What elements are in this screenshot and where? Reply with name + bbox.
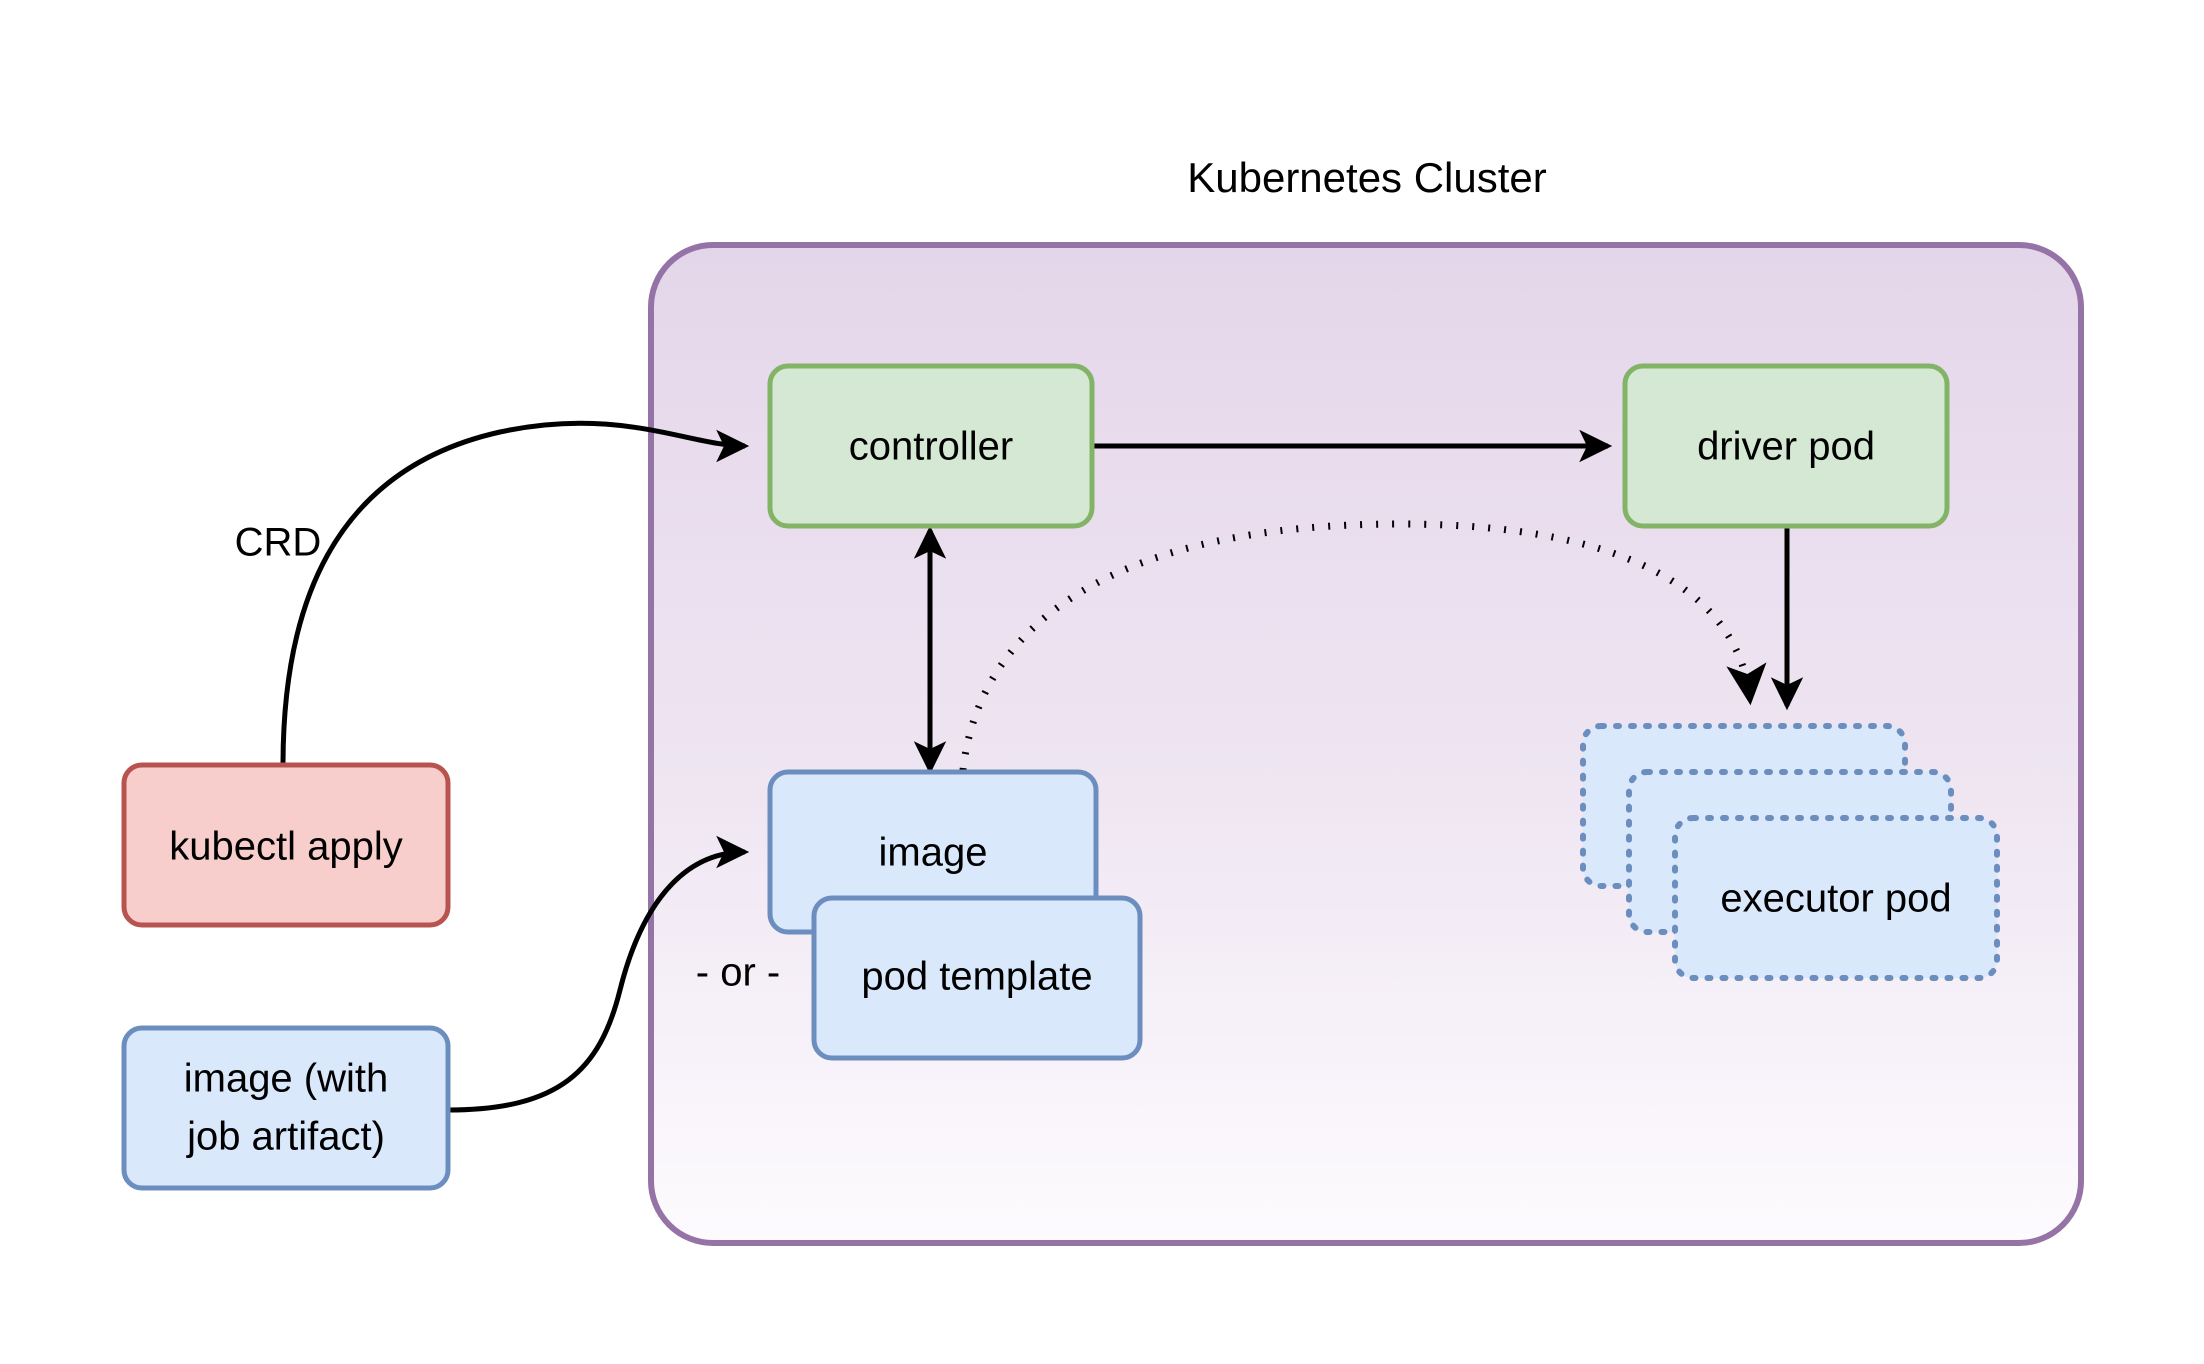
driver-pod-box[interactable] <box>1622 363 1950 529</box>
pod-template-label: pod template <box>861 955 1092 999</box>
node-executor-pod-front[interactable]: executor pod <box>1672 815 2000 981</box>
image-with-job-artifact-label-line1: image (with <box>184 1057 389 1101</box>
kubectl-apply-label: kubectl apply <box>169 825 402 869</box>
driver-pod-label: driver pod <box>1697 425 1875 469</box>
node-driver-pod[interactable]: driver pod <box>1622 363 1950 529</box>
image-with-job-artifact-label-line2: job artifact) <box>186 1115 385 1159</box>
image-with-job-artifact-box[interactable] <box>121 1025 451 1191</box>
controller-box[interactable] <box>767 363 1095 529</box>
node-image-with-job-artifact[interactable]: image (with job artifact) <box>121 1025 451 1191</box>
node-image[interactable]: image <box>767 769 1099 935</box>
image-label: image <box>879 831 988 875</box>
executor-pod-front-box[interactable] <box>1672 815 2000 981</box>
edge-kubectl-apply-to-controller: CRD <box>235 420 750 766</box>
kubectl-apply-box[interactable] <box>121 762 451 928</box>
node-pod-template[interactable]: pod template <box>811 895 1143 1061</box>
edge-label-crd: CRD <box>235 521 322 565</box>
node-kubectl-apply[interactable]: kubectl apply <box>121 762 451 928</box>
pod-template-box[interactable] <box>811 895 1143 1061</box>
controller-label: controller <box>849 425 1014 469</box>
cluster-title: Kubernetes Cluster <box>1187 154 1547 201</box>
executor-pod-front-label: executor pod <box>1720 877 1951 921</box>
edge-image-artifact-to-image <box>447 835 750 1113</box>
node-controller[interactable]: controller <box>767 363 1095 529</box>
edge-label-or: - or - <box>696 951 780 995</box>
